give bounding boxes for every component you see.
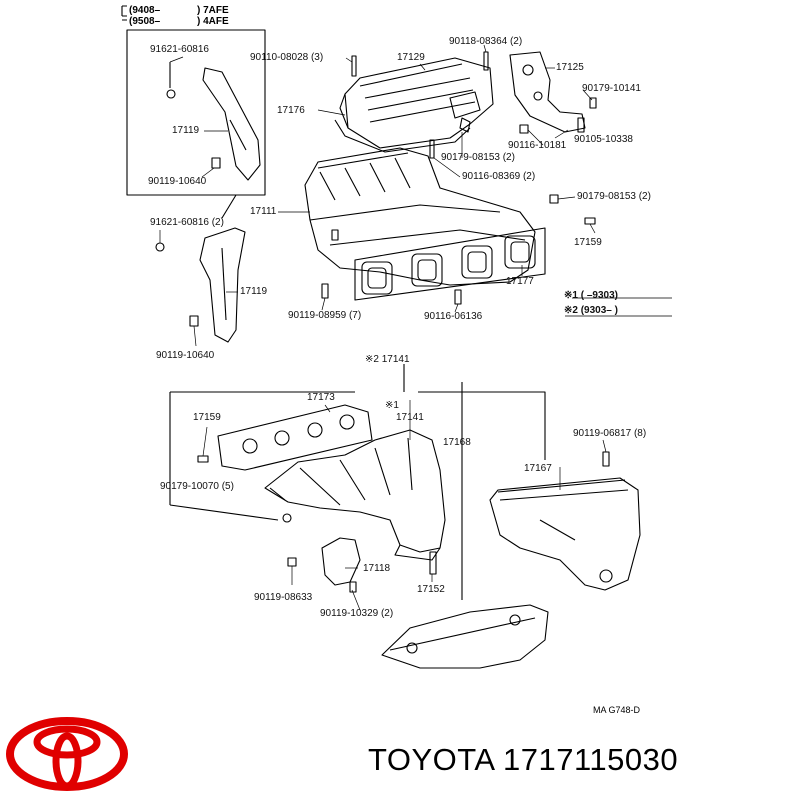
part-label: 17177: [506, 276, 534, 287]
part-label: 17152: [417, 584, 445, 595]
exhaust-manifold: [264, 429, 446, 553]
part-label: 90119-10329 (2): [320, 608, 394, 619]
part-label: 17159: [193, 412, 221, 423]
part-label: 17167: [524, 463, 552, 474]
part-label: 17173: [307, 392, 335, 403]
part-label: 17119: [172, 125, 200, 136]
heat-shield-17167: [489, 477, 641, 591]
heat-insulator-17168: [381, 604, 549, 669]
exhaust-detail-box: [169, 391, 546, 505]
brand-name: TOYOTA: [368, 742, 494, 777]
detail-leader: [221, 194, 237, 219]
variant-2-engine: ) 4AFE: [197, 16, 229, 27]
bracket-17119-lower: [199, 227, 246, 343]
intake-plenum: [344, 57, 494, 149]
part-label: 17118: [363, 563, 391, 574]
part-label: ※1: [385, 400, 399, 411]
part-label: 90110-08028 (3): [250, 52, 324, 63]
part-label: 91621-60816 (2): [150, 217, 224, 228]
variant-1-code: (9408–: [129, 5, 161, 16]
part-label: 90119-08633: [254, 592, 313, 603]
part-label: 17125: [556, 62, 584, 73]
part-label: 90118-08364 (2): [449, 36, 523, 47]
part-label: 17111: [250, 206, 277, 217]
variant-1-engine: ) 7AFE: [197, 5, 229, 16]
part-number: 1717115030: [503, 742, 679, 777]
header-bracket: [121, 5, 127, 21]
part-label: 17176: [277, 105, 305, 116]
intake-manifold: [304, 147, 536, 286]
part-label: 90116-08369 (2): [462, 171, 536, 182]
variant-2-code: (9508–: [129, 16, 161, 27]
part-label: 17129: [397, 52, 425, 63]
part-label: 90179-10070 (5): [160, 481, 234, 492]
stay-17118: [321, 537, 361, 586]
toyota-logo-icon: [6, 717, 128, 791]
exhaust-gasket: [217, 404, 373, 471]
legend-note-1: ※1 ( –9303): [564, 290, 618, 301]
bracket-detail-box: [126, 29, 266, 196]
part-label: 90179-10141: [582, 83, 641, 94]
part-label: 91621-60816: [150, 44, 209, 55]
part-label: 90179-08153 (2): [577, 191, 651, 202]
part-label: 90119-10640: [156, 350, 215, 361]
part-label: 90119-08959 (7): [288, 310, 362, 321]
part-label: 90105-10338: [574, 134, 633, 145]
part-label: 17141: [396, 412, 424, 423]
part-label: 90119-10640: [148, 176, 207, 187]
brand-line: TOYOTA 1717115030: [368, 740, 678, 780]
bracket-17125: [509, 51, 586, 133]
toyota-logo-rings: [6, 717, 128, 791]
part-label: 90116-10181: [508, 140, 567, 151]
part-label: ※2 17141: [365, 354, 410, 365]
part-label: 90179-08153 (2): [441, 152, 515, 163]
legend-note-2: ※2 (9303– ): [564, 305, 618, 316]
part-label: 90116-06136: [424, 311, 483, 322]
part-label: 90119-06817 (8): [573, 428, 647, 439]
drawing-code: MA G748-D: [593, 705, 641, 715]
part-label: 17168: [443, 437, 471, 448]
part-label: 17119: [240, 286, 268, 297]
bracket-17119-upper: [202, 67, 261, 181]
part-label: 17159: [574, 237, 602, 248]
